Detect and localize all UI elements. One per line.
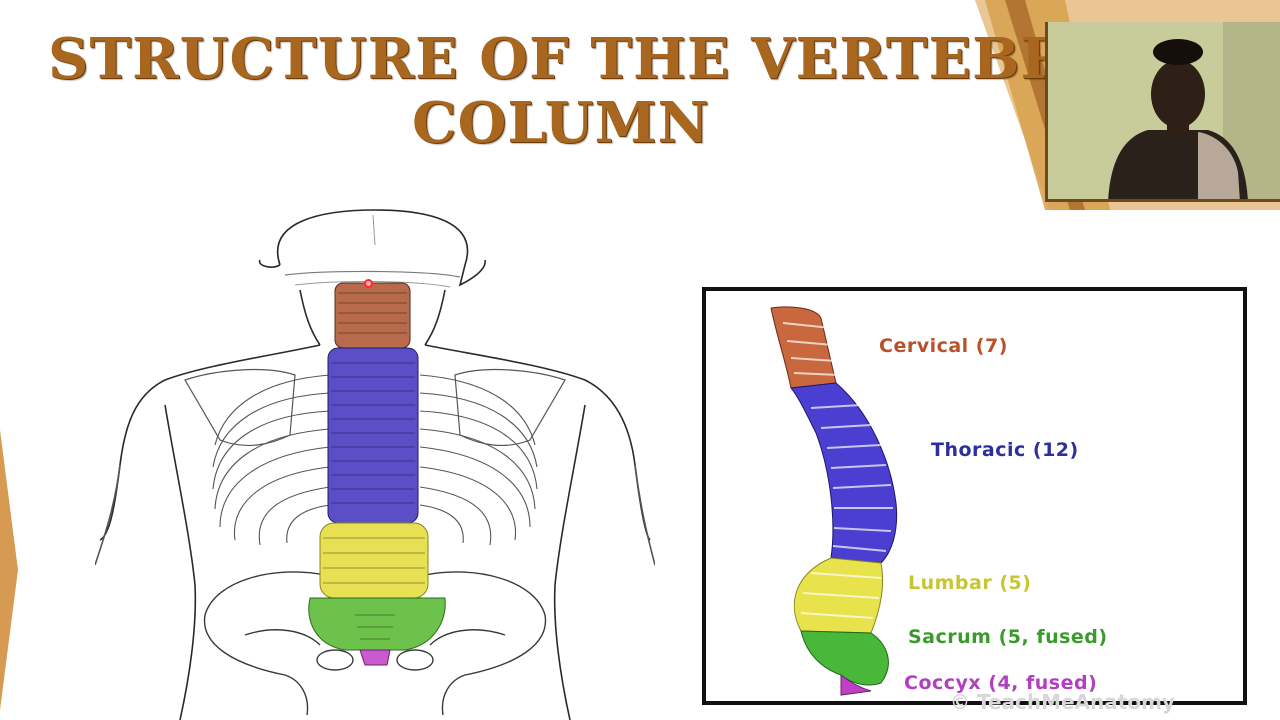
lateral-sacrum — [800, 630, 889, 686]
lumbar-region — [319, 522, 429, 599]
left-spine — [308, 282, 446, 666]
presenter-head — [1151, 60, 1205, 128]
vertebra-lines — [323, 292, 425, 640]
label-thoracic: Thoracic (12) — [931, 439, 1079, 461]
presenter-dress — [1198, 132, 1240, 199]
title-line-2: COLUMN — [412, 90, 710, 156]
label-sacrum: Sacrum (5, fused) — [908, 626, 1108, 648]
label-coccyx: Coccyx (4, fused) — [904, 672, 1098, 694]
coccyx-region — [359, 649, 391, 666]
teachmeanatomy-watermark: © TeachMeAnatomy — [950, 690, 1175, 714]
lateral-spine-diagram: Cervical (7) Thoracic (12) Lumbar (5) Sa… — [702, 287, 1247, 705]
thoracic-region — [327, 347, 419, 524]
lateral-cervical — [770, 306, 837, 389]
label-lumbar: Lumbar (5) — [908, 572, 1032, 594]
lateral-thoracic — [790, 382, 898, 564]
watermark-text: TeachMeAnatomy — [976, 690, 1175, 714]
lateral-coccyx — [840, 673, 872, 696]
body-outline — [95, 209, 655, 720]
title-line-1: STRUCTURE OF THE VERTEBRAL — [48, 26, 1153, 92]
lateral-spine-image — [770, 306, 898, 696]
presenter-video — [1048, 22, 1280, 199]
rib-cage — [212, 374, 538, 546]
left-arrow-decoration — [0, 430, 18, 710]
presenter-webcam — [1045, 22, 1280, 202]
copyright-icon: © — [950, 690, 970, 714]
pelvis — [203, 571, 547, 716]
lateral-vertebra-lines — [782, 322, 893, 619]
pointer-dot — [364, 279, 373, 288]
torso-spine-illustration — [95, 209, 655, 720]
sacrum-region — [308, 597, 446, 651]
label-cervical: Cervical (7) — [879, 335, 1008, 357]
